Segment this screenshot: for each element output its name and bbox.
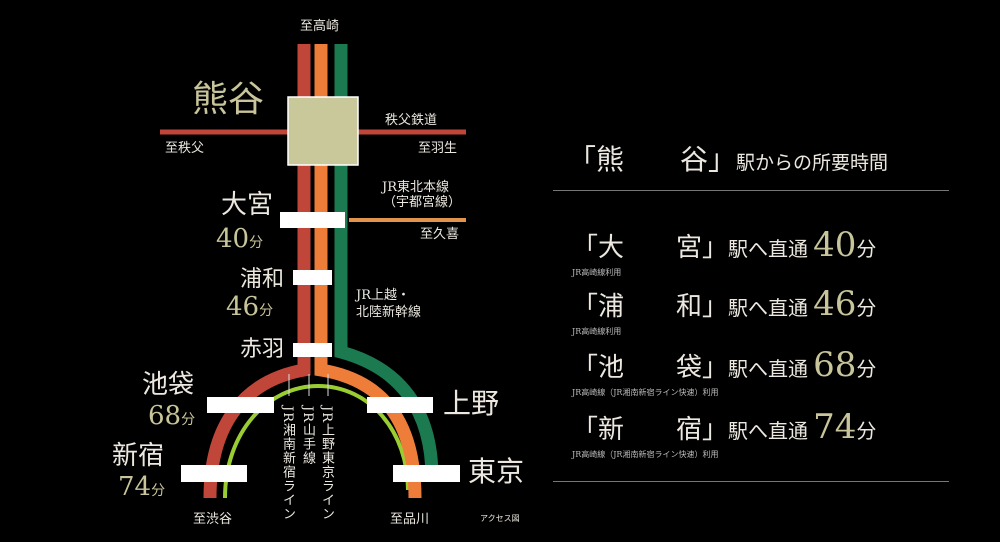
chichibu-railway-label: 秩父鉄道 <box>385 113 438 128</box>
ikebukuro-station-marker <box>207 397 274 413</box>
direction-hanyu: 至羽生 <box>418 141 458 156</box>
direction-shinagawa: 至品川 <box>390 512 430 527</box>
omiya-station-marker <box>280 212 345 228</box>
direction-kuki: 至久喜 <box>420 227 460 242</box>
akabane-label: 赤羽 <box>240 337 285 362</box>
ueno-station-marker <box>367 397 433 413</box>
kumagaya-station-box <box>287 96 359 166</box>
origin-station-name: 熊谷 <box>192 79 265 120</box>
urawa-minutes: 46分 <box>226 292 274 322</box>
panel-title: 「熊 谷」駅からの所要時間 <box>568 143 889 176</box>
omiya-minutes: 40分 <box>216 224 264 254</box>
direction-shibuya: 至渋谷 <box>193 512 233 527</box>
shinkansen-label-sub: 北陸新幹線 <box>356 305 422 320</box>
ueno-label: 上野 <box>443 387 500 420</box>
tohoku-line-label-sub: （宇都宮線） <box>383 195 462 210</box>
tokyo-station-marker <box>393 465 460 482</box>
tohoku-line-label: JR東北本線 <box>382 180 449 195</box>
akabane-station-marker <box>293 343 332 357</box>
ikebukuro-minutes: 68分 <box>148 401 196 431</box>
urawa-station-marker <box>293 270 332 285</box>
map-caption: アクセス図 <box>480 514 520 523</box>
yamanote-line-label: JR山手線 <box>300 406 315 465</box>
urawa-label: 浦和 <box>240 267 285 292</box>
ikebukuro-label: 池袋 <box>142 370 195 400</box>
divider <box>553 481 949 482</box>
shinjuku-label: 新宿 <box>112 441 165 471</box>
direction-takasaki: 至高崎 <box>300 19 340 34</box>
divider <box>553 190 949 191</box>
yamanote-line <box>223 383 410 499</box>
ueno-tokyo-line-label: JR上野東京ライン <box>319 406 334 521</box>
omiya-label: 大宮 <box>221 190 274 220</box>
shinkansen-label: JR上越・ <box>356 288 410 303</box>
shinkansen-line <box>334 44 439 479</box>
tokyo-label: 東京 <box>468 455 525 488</box>
shinjuku-minutes: 74分 <box>118 472 166 502</box>
shonan-shinjuku-line-label: JR湘南新宿ライン <box>280 406 295 521</box>
shinjuku-station-marker <box>181 465 247 482</box>
direction-chichibu: 至秩父 <box>165 141 205 156</box>
